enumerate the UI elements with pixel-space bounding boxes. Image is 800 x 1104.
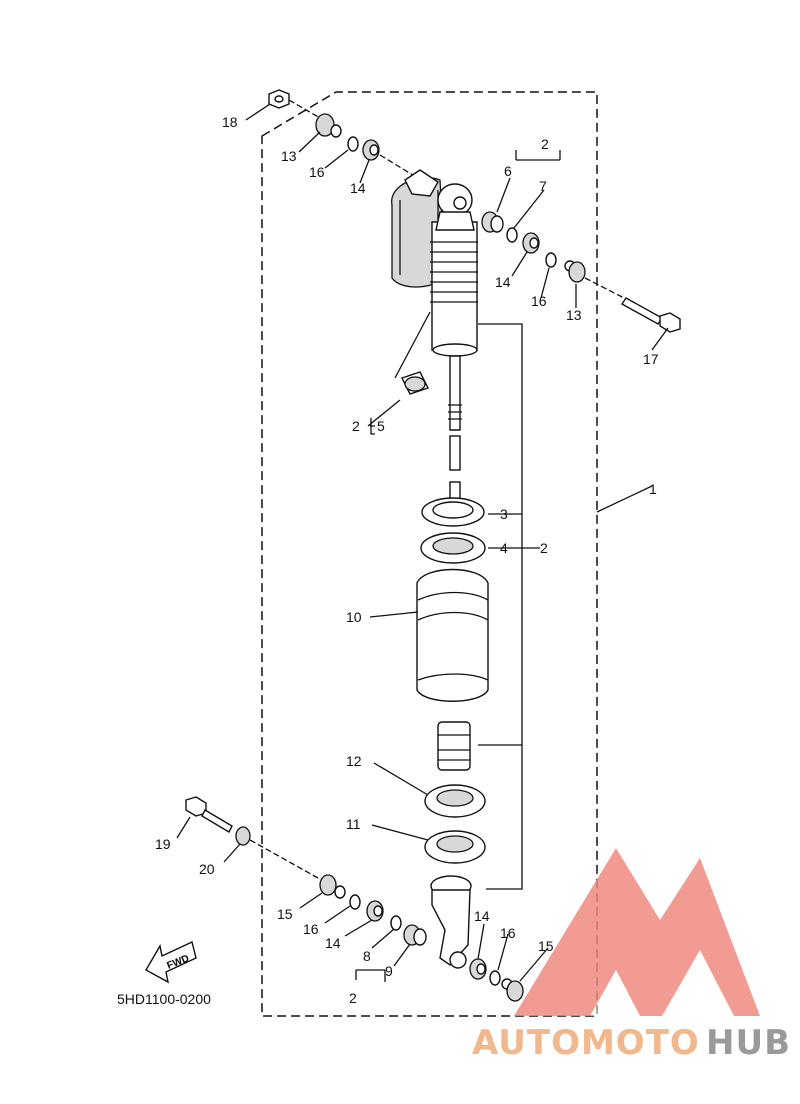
- callout-18: 18: [222, 114, 238, 130]
- adjuster-nut-4: [420, 532, 486, 564]
- callout-2-bottom: 2: [349, 990, 357, 1006]
- callout-leaders: [176, 103, 669, 982]
- oring-16-top: [347, 136, 359, 152]
- callout-17: 17: [643, 351, 659, 367]
- callout-20: 20: [199, 861, 215, 877]
- callout-5: 5: [377, 418, 385, 434]
- bushing-9: [403, 924, 427, 946]
- spring-10: [416, 568, 489, 702]
- bracket-line: [478, 323, 540, 890]
- spring-seat-11: [424, 830, 486, 864]
- bolt-top-left: [268, 89, 290, 109]
- callout-15-left: 15: [277, 906, 293, 922]
- callout-14-left: 14: [325, 935, 341, 951]
- watermark-text-a: AUTOMOTO: [472, 1023, 700, 1063]
- callout-15-right: 15: [538, 938, 554, 954]
- callout-2-nut: 2: [540, 540, 548, 556]
- callout-6: 6: [504, 163, 512, 179]
- collar-15-right: [501, 978, 524, 1002]
- callout-leader-1: [596, 485, 653, 513]
- bump-stop: [437, 721, 471, 771]
- callout-2-top: 2: [541, 136, 549, 152]
- spring-seat-12: [424, 784, 486, 818]
- oring-16-left: [349, 894, 361, 910]
- fwd-arrow-icon: FWD: [145, 941, 197, 984]
- callout-10: 10: [346, 609, 362, 625]
- oring-8: [390, 915, 402, 931]
- adjuster-nut-3: [421, 497, 485, 527]
- callout-11: 11: [346, 816, 361, 832]
- callout-labels: 18 13 16 14 2 6 7 14 16 13 17 2 5 1 3 4 …: [155, 114, 659, 1006]
- bushing-14-left: [366, 900, 384, 922]
- callout-2-valve: 2: [352, 418, 360, 434]
- oring-16-bottom-right: [489, 970, 501, 986]
- bushing-14-top: [362, 139, 380, 161]
- washer-20: [235, 826, 251, 846]
- rod: [449, 435, 461, 471]
- diagram-code: 5HD1100-0200: [117, 991, 211, 1007]
- collar-13-right: [564, 260, 586, 283]
- oring-7: [506, 227, 518, 243]
- lower-clevis: [430, 875, 472, 969]
- callout-16-bottom-right: 16: [500, 925, 516, 941]
- callout-16-right: 16: [531, 293, 547, 309]
- bushing-14-bottom-right: [469, 958, 487, 980]
- bushing-6: [481, 211, 504, 233]
- assembly-boundary: [261, 91, 598, 1017]
- shock-body: [430, 183, 478, 431]
- callout-13-right: 13: [566, 307, 582, 323]
- watermark-logo-icon: [514, 848, 760, 1016]
- callout-19: 19: [155, 836, 171, 852]
- callout-7: 7: [539, 178, 547, 194]
- callout-16-top: 16: [309, 164, 325, 180]
- collar-15-left: [319, 874, 346, 899]
- callout-9: 9: [385, 963, 393, 979]
- oring-16-right: [545, 252, 557, 268]
- callout-14-top: 14: [350, 180, 366, 196]
- callout-12: 12: [346, 753, 362, 769]
- callout-1: 1: [649, 481, 657, 497]
- callout-3: 3: [500, 506, 508, 522]
- callout-16-left: 16: [303, 921, 319, 937]
- callout-13-top: 13: [281, 148, 297, 164]
- collar-13-top: [315, 113, 342, 138]
- callout-14-bottom-right: 14: [474, 908, 490, 924]
- callout-4: 4: [500, 540, 508, 556]
- valve-5: [401, 371, 429, 395]
- bushing-14-right: [522, 232, 540, 254]
- callout-14-right: 14: [495, 274, 511, 290]
- watermark-text-b: HUB: [706, 1023, 791, 1063]
- callout-8: 8: [363, 948, 371, 964]
- bolt-17: [620, 297, 681, 333]
- bolt-19: [185, 796, 233, 833]
